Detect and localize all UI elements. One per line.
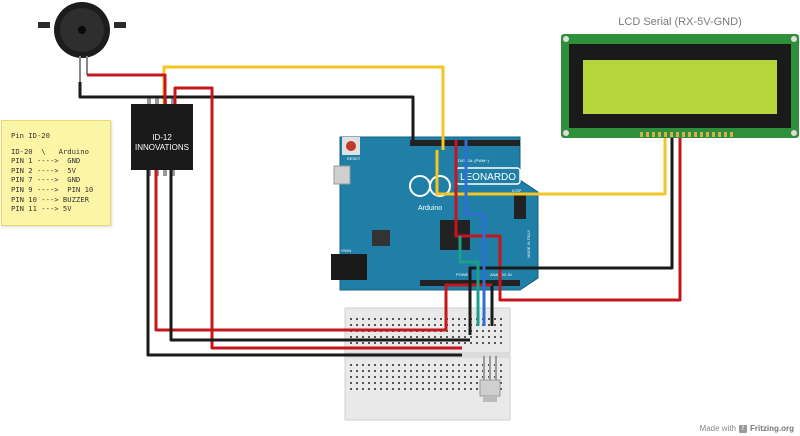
- note-line: PIN 7 ----> GND: [11, 175, 81, 185]
- pin-mapping-note: Pin ID-20 ID-20 \ Arduino PIN 1 ----> GN…: [1, 120, 111, 226]
- note-heading: Pin ID-20: [11, 131, 50, 140]
- vin-label: +9VIN: [340, 248, 351, 253]
- icsp-label: ICSP: [512, 188, 522, 193]
- wire-blue-pin10: [464, 140, 486, 326]
- note-line: PIN 1 ----> GND: [11, 156, 81, 166]
- board-brand-label: LEONARDO: [460, 172, 516, 183]
- made-in-italy-label: MADE IN ITALY: [526, 229, 531, 258]
- lcd-module: [561, 34, 799, 138]
- note-line: PIN 2 ----> 5V: [11, 165, 76, 175]
- note-line: ID-20 \ Arduino: [11, 146, 89, 156]
- fritzing-link[interactable]: Fritzing.org: [750, 424, 794, 433]
- rfid-label-2: INNOVATIONS: [135, 143, 189, 152]
- rfid-reader-id20: ID-12 INNOVATIONS: [131, 98, 193, 176]
- potentiometer: [479, 379, 501, 402]
- buzzer: [38, 2, 126, 82]
- wire-black-rfid-gnd: [146, 170, 462, 357]
- lcd-title: LCD Serial (RX-5V-GND): [618, 16, 742, 28]
- reset-label: RESET: [347, 156, 361, 161]
- power-header-label: POWER: [456, 272, 471, 277]
- wire-black-buzzer: [78, 82, 415, 140]
- digital-header-label: DIGITAL (PWM~): [458, 158, 490, 163]
- note-line: PIN 9 ----> PIN 10: [11, 184, 94, 194]
- wires: [78, 65, 682, 380]
- wire-black-lcd-gnd: [468, 138, 674, 335]
- board-sub-label: Arduino: [418, 205, 442, 212]
- wire-red-rfid-5v: [173, 86, 462, 350]
- footer: Made with f Fritzing.org: [700, 424, 794, 433]
- fritzing-logo-icon: f: [739, 424, 747, 433]
- wire-teal: [458, 236, 480, 326]
- note-line: PIN 11 ---> 5V: [11, 204, 72, 214]
- wire-black-rfid-pin7: [169, 170, 470, 342]
- wire-yellow-lcd-signal: [435, 138, 667, 196]
- wire-red-rfid-pin11: [154, 170, 446, 332]
- rfid-label-1: ID-12: [152, 133, 172, 142]
- made-with-label: Made with: [699, 424, 736, 433]
- wire-gray-pot: [483, 356, 497, 380]
- note-line: PIN 10 ---> BUZZER: [11, 194, 89, 204]
- wire-red-buzzer: [87, 73, 167, 104]
